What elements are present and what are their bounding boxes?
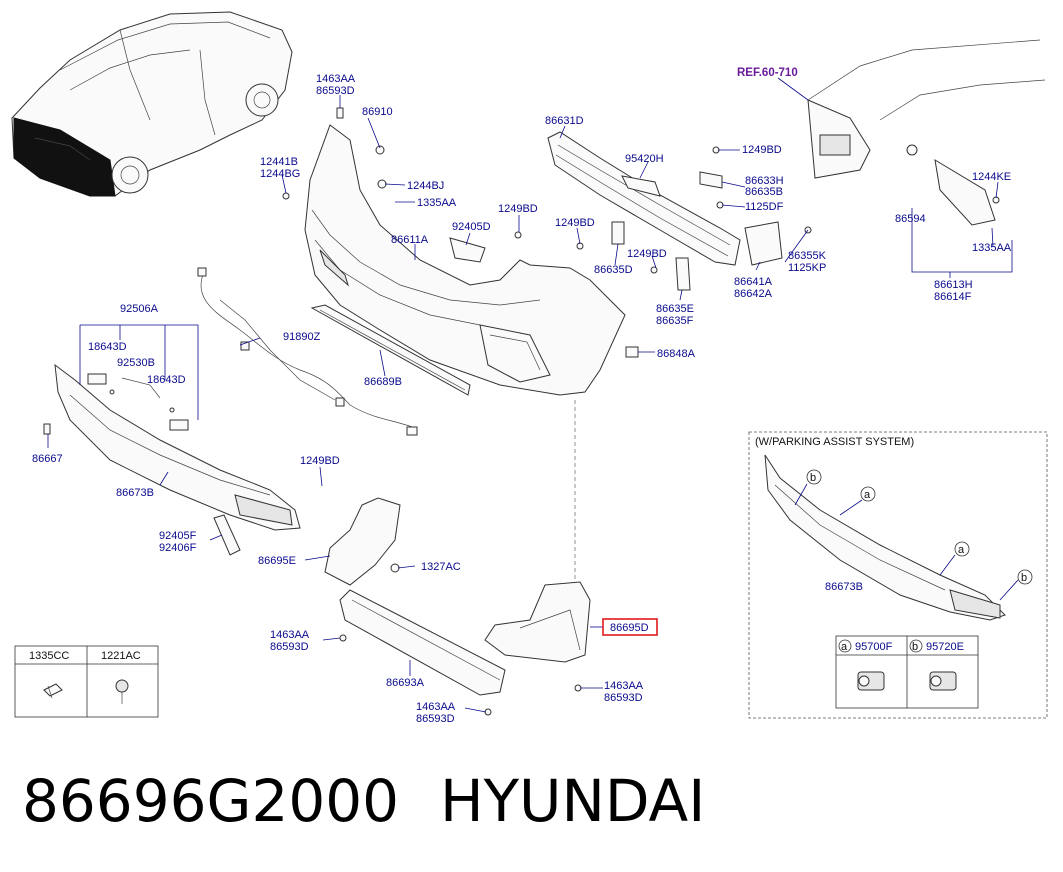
sensor-bracket-lines <box>79 324 199 431</box>
svg-text:a: a <box>864 489 871 501</box>
part-number: 86696G2000 <box>22 767 400 835</box>
label-86641A: 86641A <box>734 276 773 288</box>
parking-bumper-label: 86673B <box>825 581 863 593</box>
screw-icon <box>115 679 129 704</box>
brand-name: HYUNDAI <box>440 767 706 835</box>
parking-assist-panel: (W/PARKING ASSIST SYSTEM) 86673B b a a b <box>748 431 1048 719</box>
label-92405D: 92405D <box>452 221 491 233</box>
label-91890Z: 91890Z <box>283 331 321 343</box>
label-86695D: 86695D <box>610 622 649 634</box>
wiring-harness <box>197 267 418 436</box>
label-86848A: 86848A <box>657 348 696 360</box>
label-86667: 86667 <box>32 453 63 465</box>
label-92506A: 92506A <box>120 303 159 315</box>
label-86635D: 86635D <box>594 264 633 276</box>
label-86635E: 86635E <box>656 303 694 315</box>
label-86633H: 86633H <box>745 175 784 187</box>
rear-bumper-cover <box>304 124 626 396</box>
svg-text:b: b <box>1021 572 1027 584</box>
lower-bumper <box>43 363 301 556</box>
marker-b-1: b <box>806 469 822 485</box>
label-1463AA: 1463AA <box>416 701 456 713</box>
clip-icon <box>43 683 63 699</box>
marker-a-1: a <box>860 486 876 502</box>
label-86613H: 86613H <box>934 279 973 291</box>
back-beam <box>547 131 741 266</box>
label-92405F: 92405F <box>159 530 197 542</box>
label-12441B: 12441B <box>260 156 298 168</box>
marker-b-2: b <box>1017 569 1033 585</box>
label-1463AA: 1463AA <box>604 680 644 692</box>
label-1244BJ: 1244BJ <box>407 180 444 192</box>
label-86611A: 86611A <box>391 234 429 246</box>
label-1327AC: 1327AC <box>421 561 461 573</box>
label-92530B: 92530B <box>117 357 155 369</box>
label-86593D: 86593D <box>316 85 355 97</box>
parking-assist-title: (W/PARKING ASSIST SYSTEM) <box>755 436 914 448</box>
svg-text:a: a <box>958 544 965 556</box>
legend-col2: 1221AC <box>101 650 141 662</box>
label-86593D: 86593D <box>270 641 309 653</box>
label-ref-60-710: REF.60-710 <box>737 67 798 79</box>
label-1249BD: 1249BD <box>498 203 538 215</box>
label-1125DF: 1125DF <box>745 201 784 213</box>
label-1463AA: 1463AA <box>316 73 356 85</box>
label-1125KP: 1125KP <box>788 262 826 274</box>
quarter-panel-ref <box>807 39 1046 226</box>
label-95420H: 95420H <box>625 153 664 165</box>
label-86614F: 86614F <box>934 291 972 303</box>
label-86635B: 86635B <box>745 186 783 198</box>
callout-labels: 1463AA 86593D 86910 12441B 1244BG 1244BJ… <box>32 67 1012 725</box>
highlight-box <box>602 618 658 636</box>
label-1244KE: 1244KE <box>972 171 1011 183</box>
svg-text:b: b <box>810 472 816 484</box>
label-86593D: 86593D <box>416 713 455 725</box>
label-86635F: 86635F <box>656 315 694 327</box>
mud-strip <box>310 304 471 396</box>
label-1335AA: 1335AA <box>417 197 457 209</box>
label-86593D: 86593D <box>604 692 643 704</box>
label-86642A: 86642A <box>734 288 773 300</box>
label-1249BD: 1249BD <box>555 217 595 229</box>
fastener-legend: 1335CC 1221AC <box>14 645 159 718</box>
sensor-a-label: 95700F <box>855 641 893 653</box>
svg-text:a: a <box>841 641 848 653</box>
side-bracket-left <box>324 497 401 586</box>
label-1335AA: 1335AA <box>972 242 1012 254</box>
label-86355K: 86355K <box>788 250 827 262</box>
highlighted-part-86695D[interactable]: 86695D <box>602 618 658 636</box>
label-86695E: 86695E <box>258 555 296 567</box>
label-86631D: 86631D <box>545 115 584 127</box>
label-86673B: 86673B <box>116 487 154 499</box>
marker-a-2: a <box>954 541 970 557</box>
small-parts <box>282 107 812 358</box>
label-18643D: 18643D <box>147 374 186 386</box>
leader-lines <box>47 77 1013 713</box>
label-92406F: 92406F <box>159 542 197 554</box>
label-86910: 86910 <box>362 106 393 118</box>
label-86693A: 86693A <box>386 677 425 689</box>
sensor-table: a 95700F b 95720E <box>835 635 979 709</box>
label-1249BD: 1249BD <box>627 248 667 260</box>
label-1249BD: 1249BD <box>300 455 340 467</box>
svg-text:b: b <box>912 641 918 653</box>
under-cover <box>339 589 506 716</box>
sensor-b-label: 95720E <box>926 641 964 653</box>
legend-col1: 1335CC <box>29 650 69 662</box>
label-1244BG: 1244BG <box>260 168 300 180</box>
label-1463AA: 1463AA <box>270 629 310 641</box>
label-1249BD: 1249BD <box>742 144 782 156</box>
label-18643D: 18643D <box>88 341 127 353</box>
label-86594: 86594 <box>895 213 926 225</box>
label-86689B: 86689B <box>364 376 402 388</box>
sensor-a-icon <box>857 671 885 691</box>
sensor-b-icon <box>929 671 957 691</box>
car-illustration <box>11 11 293 197</box>
